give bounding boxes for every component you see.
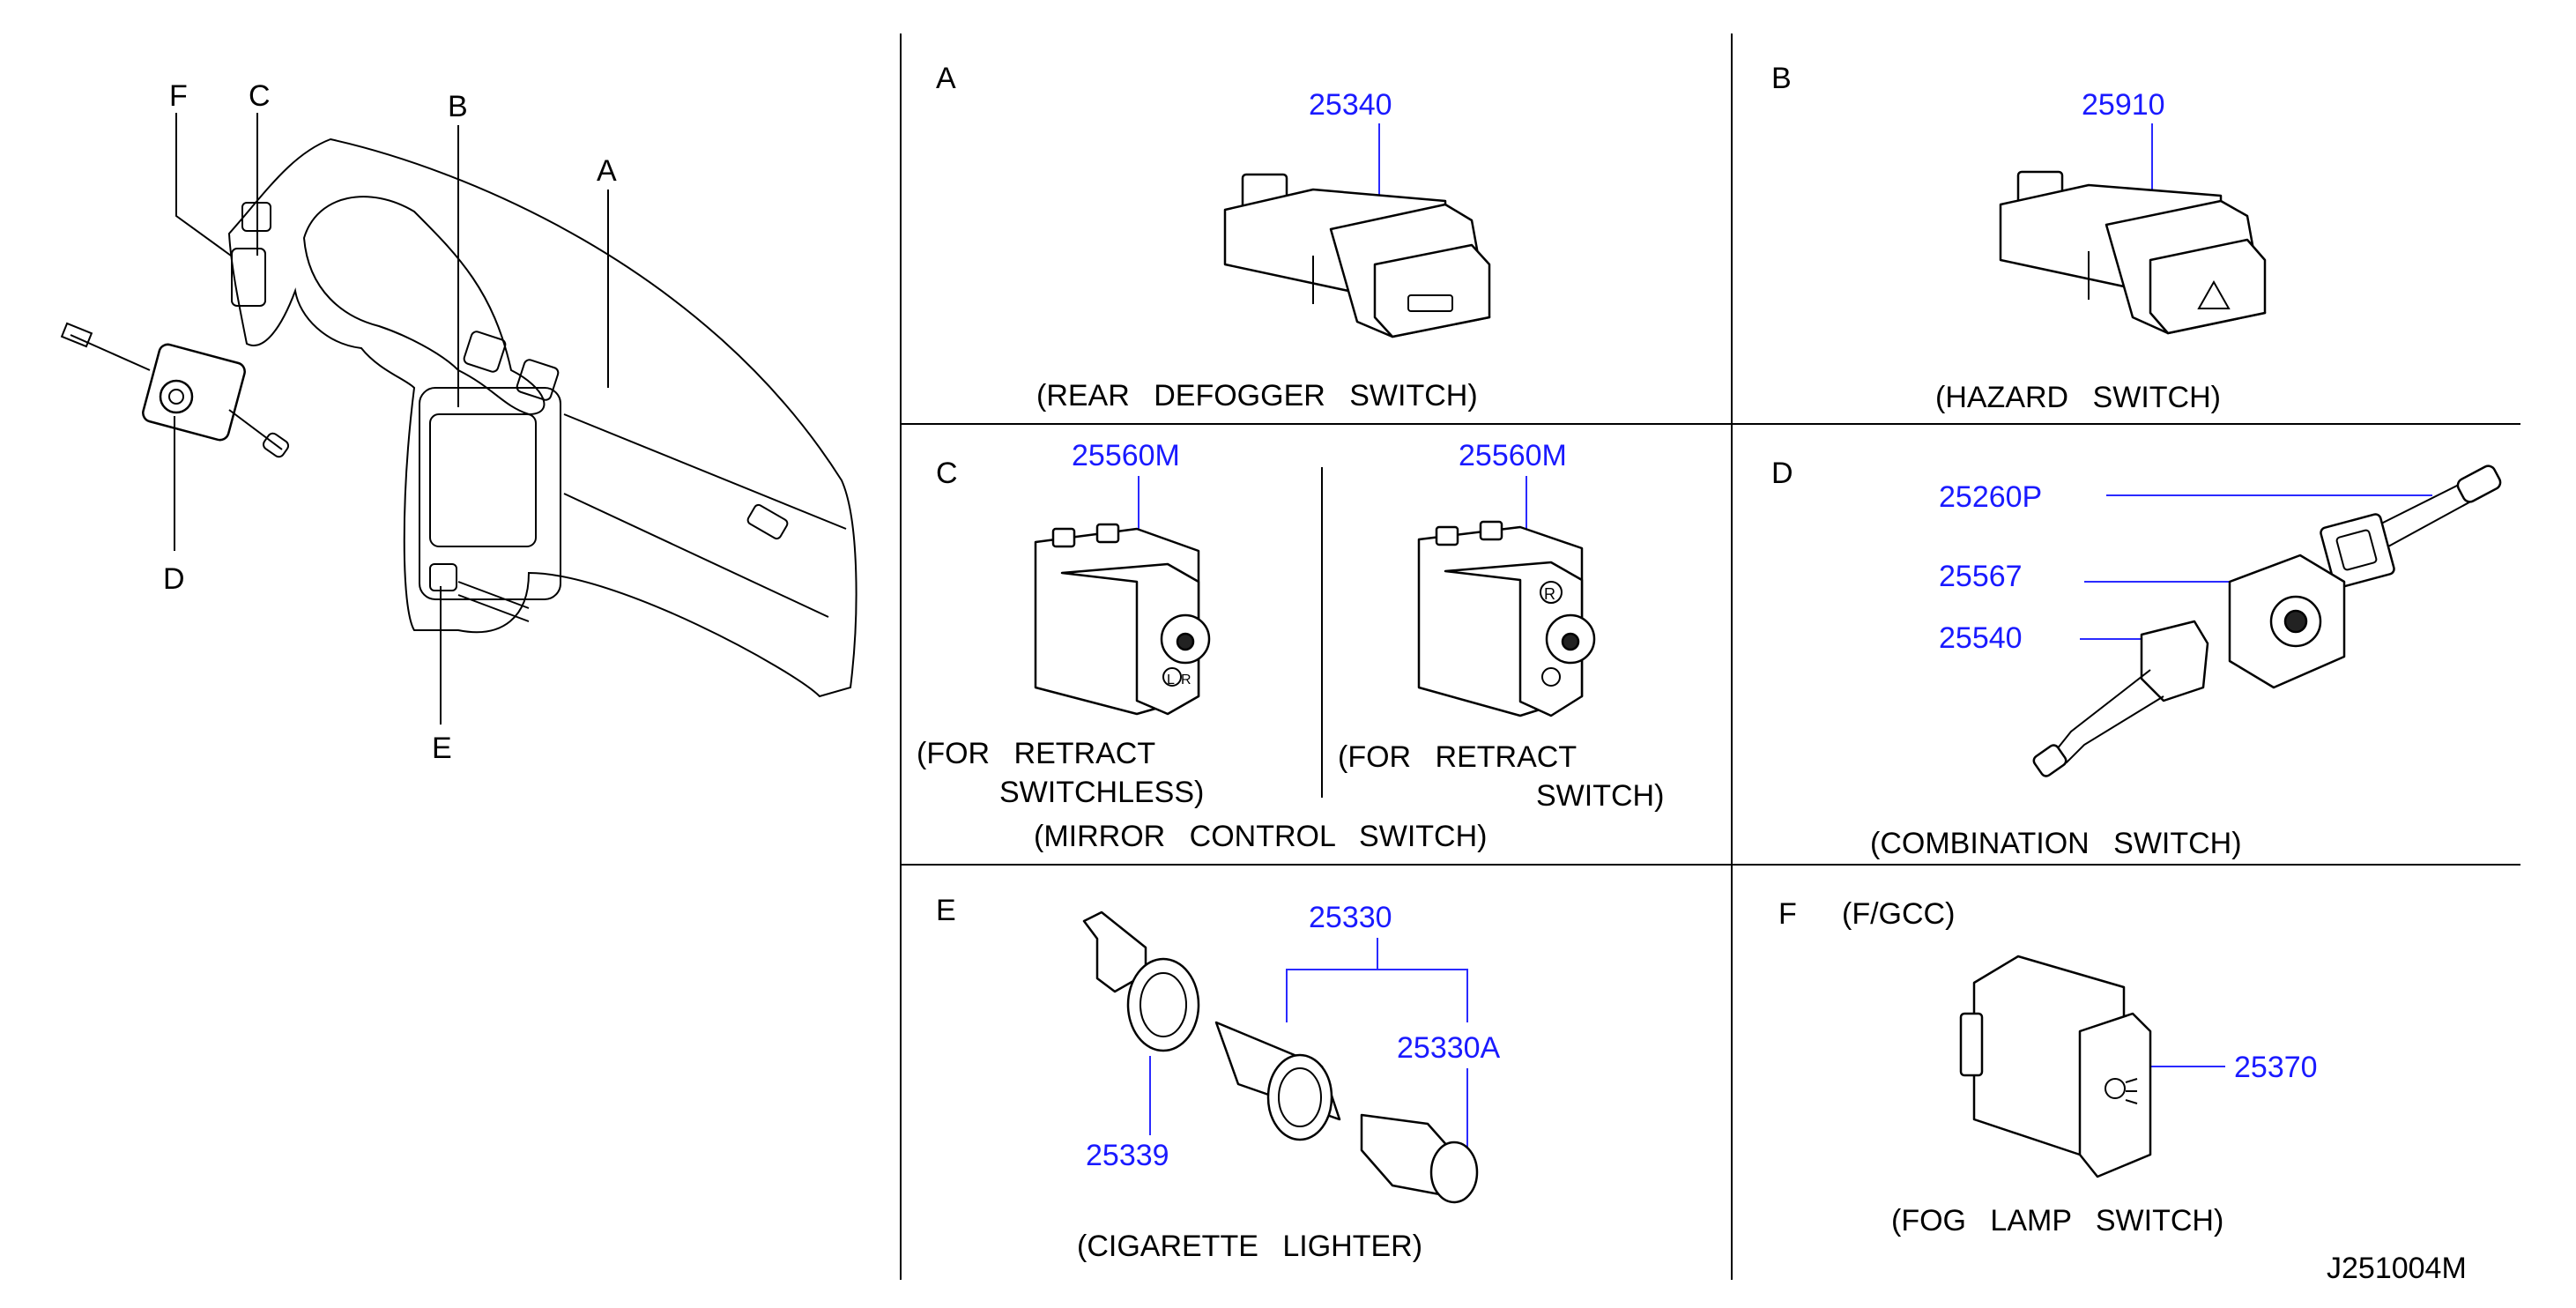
drawing-code: J251004M — [2327, 1252, 2467, 1285]
fog-lamp-switch-drawing — [1959, 955, 2152, 1178]
panel-a-letter: A — [936, 62, 956, 95]
panel-b-letter: B — [1771, 62, 1792, 95]
label-for-retract-left-1: (FOR RETRACT — [917, 737, 1155, 770]
caption-combination: (COMBINATION SWITCH) — [1870, 827, 2242, 860]
caption-rear-defogger: (REAR DEFOGGER SWITCH) — [1036, 379, 1478, 412]
caption-hazard: (HAZARD SWITCH) — [1935, 381, 2221, 414]
panel-c: C 25560M 25560M L R (FOR RETRACT SWITCHL… — [917, 439, 1664, 853]
svg-text:L: L — [1167, 673, 1175, 687]
part-25339[interactable]: 25339 — [1086, 1139, 1169, 1172]
callout-D: D — [163, 562, 185, 596]
caption-cigarette-lighter: (CIGARETTE LIGHTER) — [1077, 1230, 1422, 1263]
part-25260p[interactable]: 25260P — [1939, 480, 2042, 514]
callout-B: B — [448, 90, 468, 123]
panel-a: A 25340 (REAR DEFOGGER SWITCH) — [936, 62, 1491, 412]
callout-C: C — [249, 79, 271, 113]
panel-f: F (F/GCC) 25370 (FOG LAMP SWITCH) — [1778, 897, 2318, 1237]
part-25370[interactable]: 25370 — [2234, 1051, 2318, 1084]
mirror-switch-left-drawing: L R — [1034, 523, 1211, 716]
panel-f-letter: F — [1778, 897, 1797, 931]
part-25560m-right[interactable]: 25560M — [1459, 439, 1567, 472]
combination-switch-overview — [60, 322, 290, 458]
caption-fog-lamp: (FOG LAMP SWITCH) — [1891, 1204, 2223, 1237]
part-25330a[interactable]: 25330A — [1397, 1031, 1501, 1065]
panel-b: B 25910 (HAZARD SWITCH) — [1771, 62, 2267, 414]
panel-f-qualifier: (F/GCC) — [1842, 897, 1955, 931]
mirror-switch-right-drawing: R — [1417, 520, 1596, 717]
callout-E: E — [432, 732, 452, 765]
panel-d-letter: D — [1771, 457, 1793, 490]
part-25540[interactable]: 25540 — [1939, 621, 2023, 655]
combination-switch-drawing — [2032, 464, 2502, 777]
caption-mirror-control: (MIRROR CONTROL SWITCH) — [1034, 820, 1487, 853]
overview-leaders — [174, 113, 609, 725]
panel-d: D 25260P 25567 25540 (COMBINATION SWITCH… — [1771, 457, 2502, 860]
label-for-retract-left-2: SWITCHLESS) — [999, 776, 1204, 809]
rear-defogger-switch-drawing — [1223, 173, 1491, 338]
label-for-retract-right-2: SWITCH) — [1536, 779, 1664, 813]
hazard-switch-drawing — [1999, 170, 2267, 335]
panel-grid — [900, 33, 2520, 1280]
part-25910[interactable]: 25910 — [2082, 88, 2165, 122]
svg-text:R: R — [1181, 673, 1191, 687]
cigarette-lighter-drawing — [1082, 910, 1479, 1204]
part-25560m-left[interactable]: 25560M — [1072, 439, 1180, 472]
callout-A: A — [597, 154, 617, 188]
part-25567[interactable]: 25567 — [1939, 560, 2023, 593]
svg-text:R: R — [1544, 585, 1555, 603]
panel-e: E 25330 25330A 25339 (CIGARETTE LIGHTER) — [936, 894, 1501, 1263]
label-for-retract-right-1: (FOR RETRACT — [1338, 740, 1577, 774]
dashboard-overview — [227, 137, 857, 698]
panel-c-letter: C — [936, 457, 958, 490]
part-25340[interactable]: 25340 — [1309, 88, 1392, 122]
part-25330[interactable]: 25330 — [1309, 901, 1392, 934]
panel-e-letter: E — [936, 894, 956, 927]
callout-F: F — [169, 79, 188, 113]
